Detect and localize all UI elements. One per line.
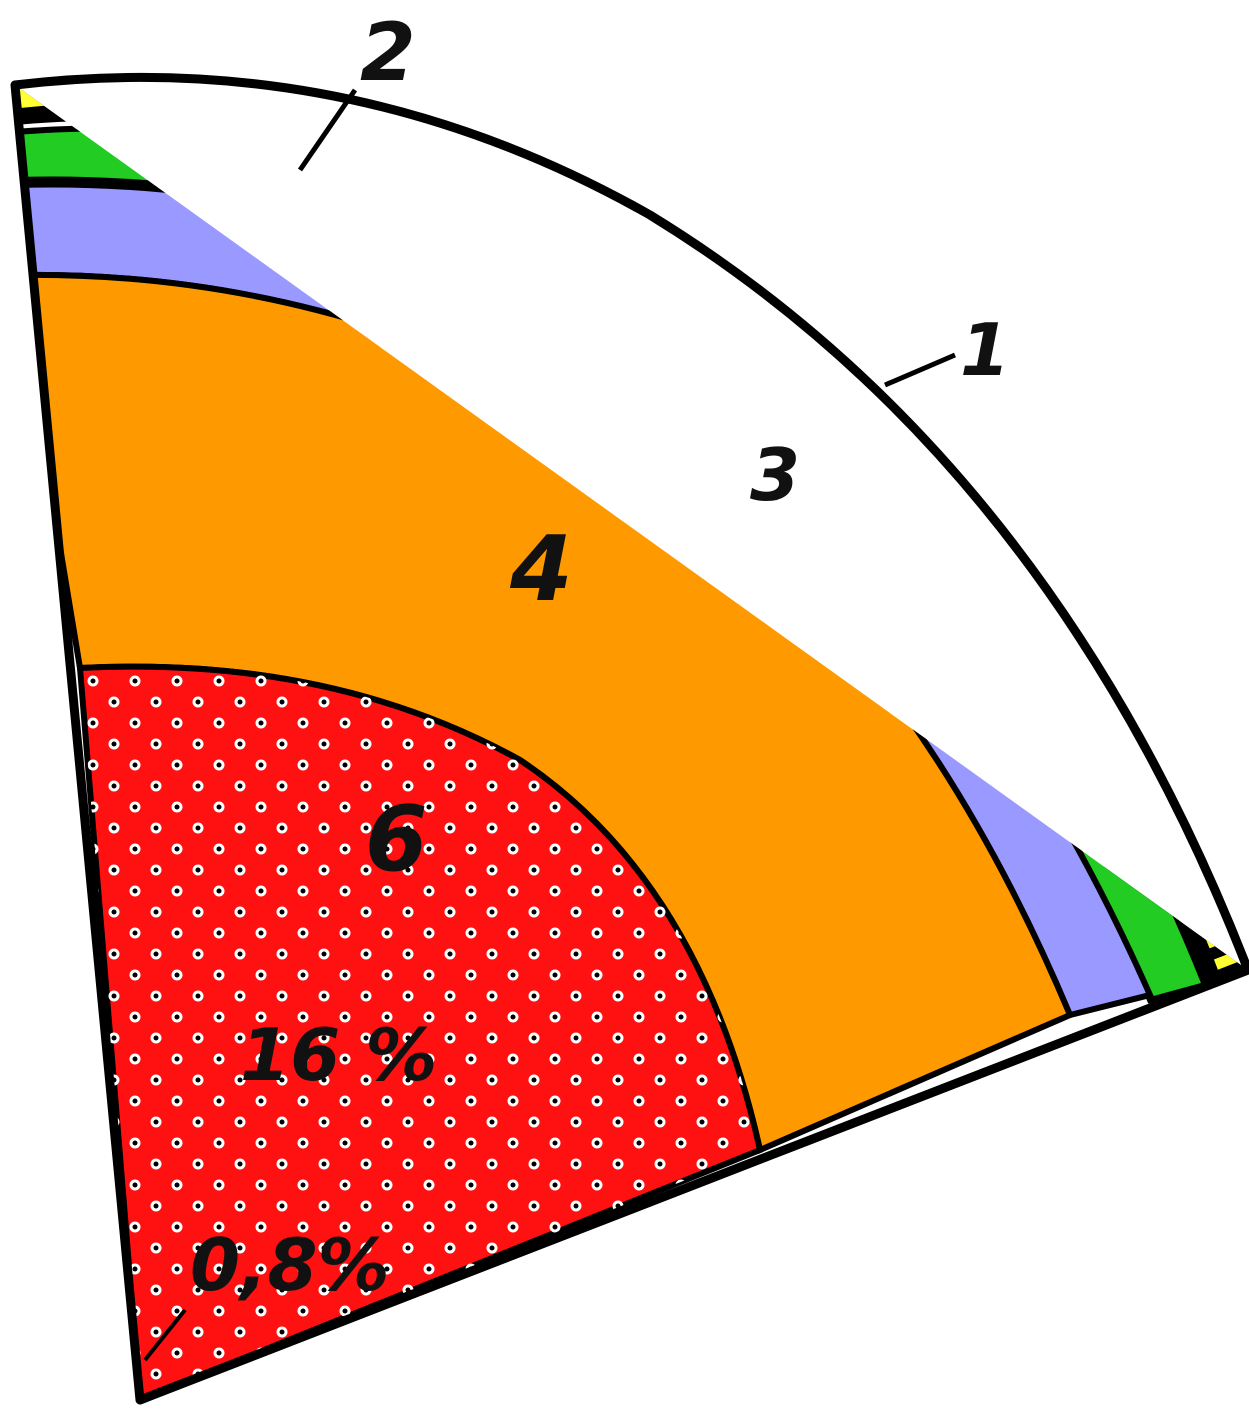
wedge-outline (10, 72, 1249, 1405)
layer-4-label: 4 (509, 517, 573, 622)
layer-2-label: 2 (360, 6, 416, 99)
leader-line-1 (884, 352, 956, 388)
leader-line-inner (143, 1308, 187, 1362)
leader-line-2 (297, 88, 358, 172)
layer-1-label: 1 (960, 308, 1010, 392)
layer-3-label: 3 (750, 433, 800, 517)
outer-core-percent: 16 % (240, 1013, 437, 1097)
layer-6-label: 6 (365, 787, 428, 892)
inner-core-percent: 0,8% (190, 1223, 390, 1307)
